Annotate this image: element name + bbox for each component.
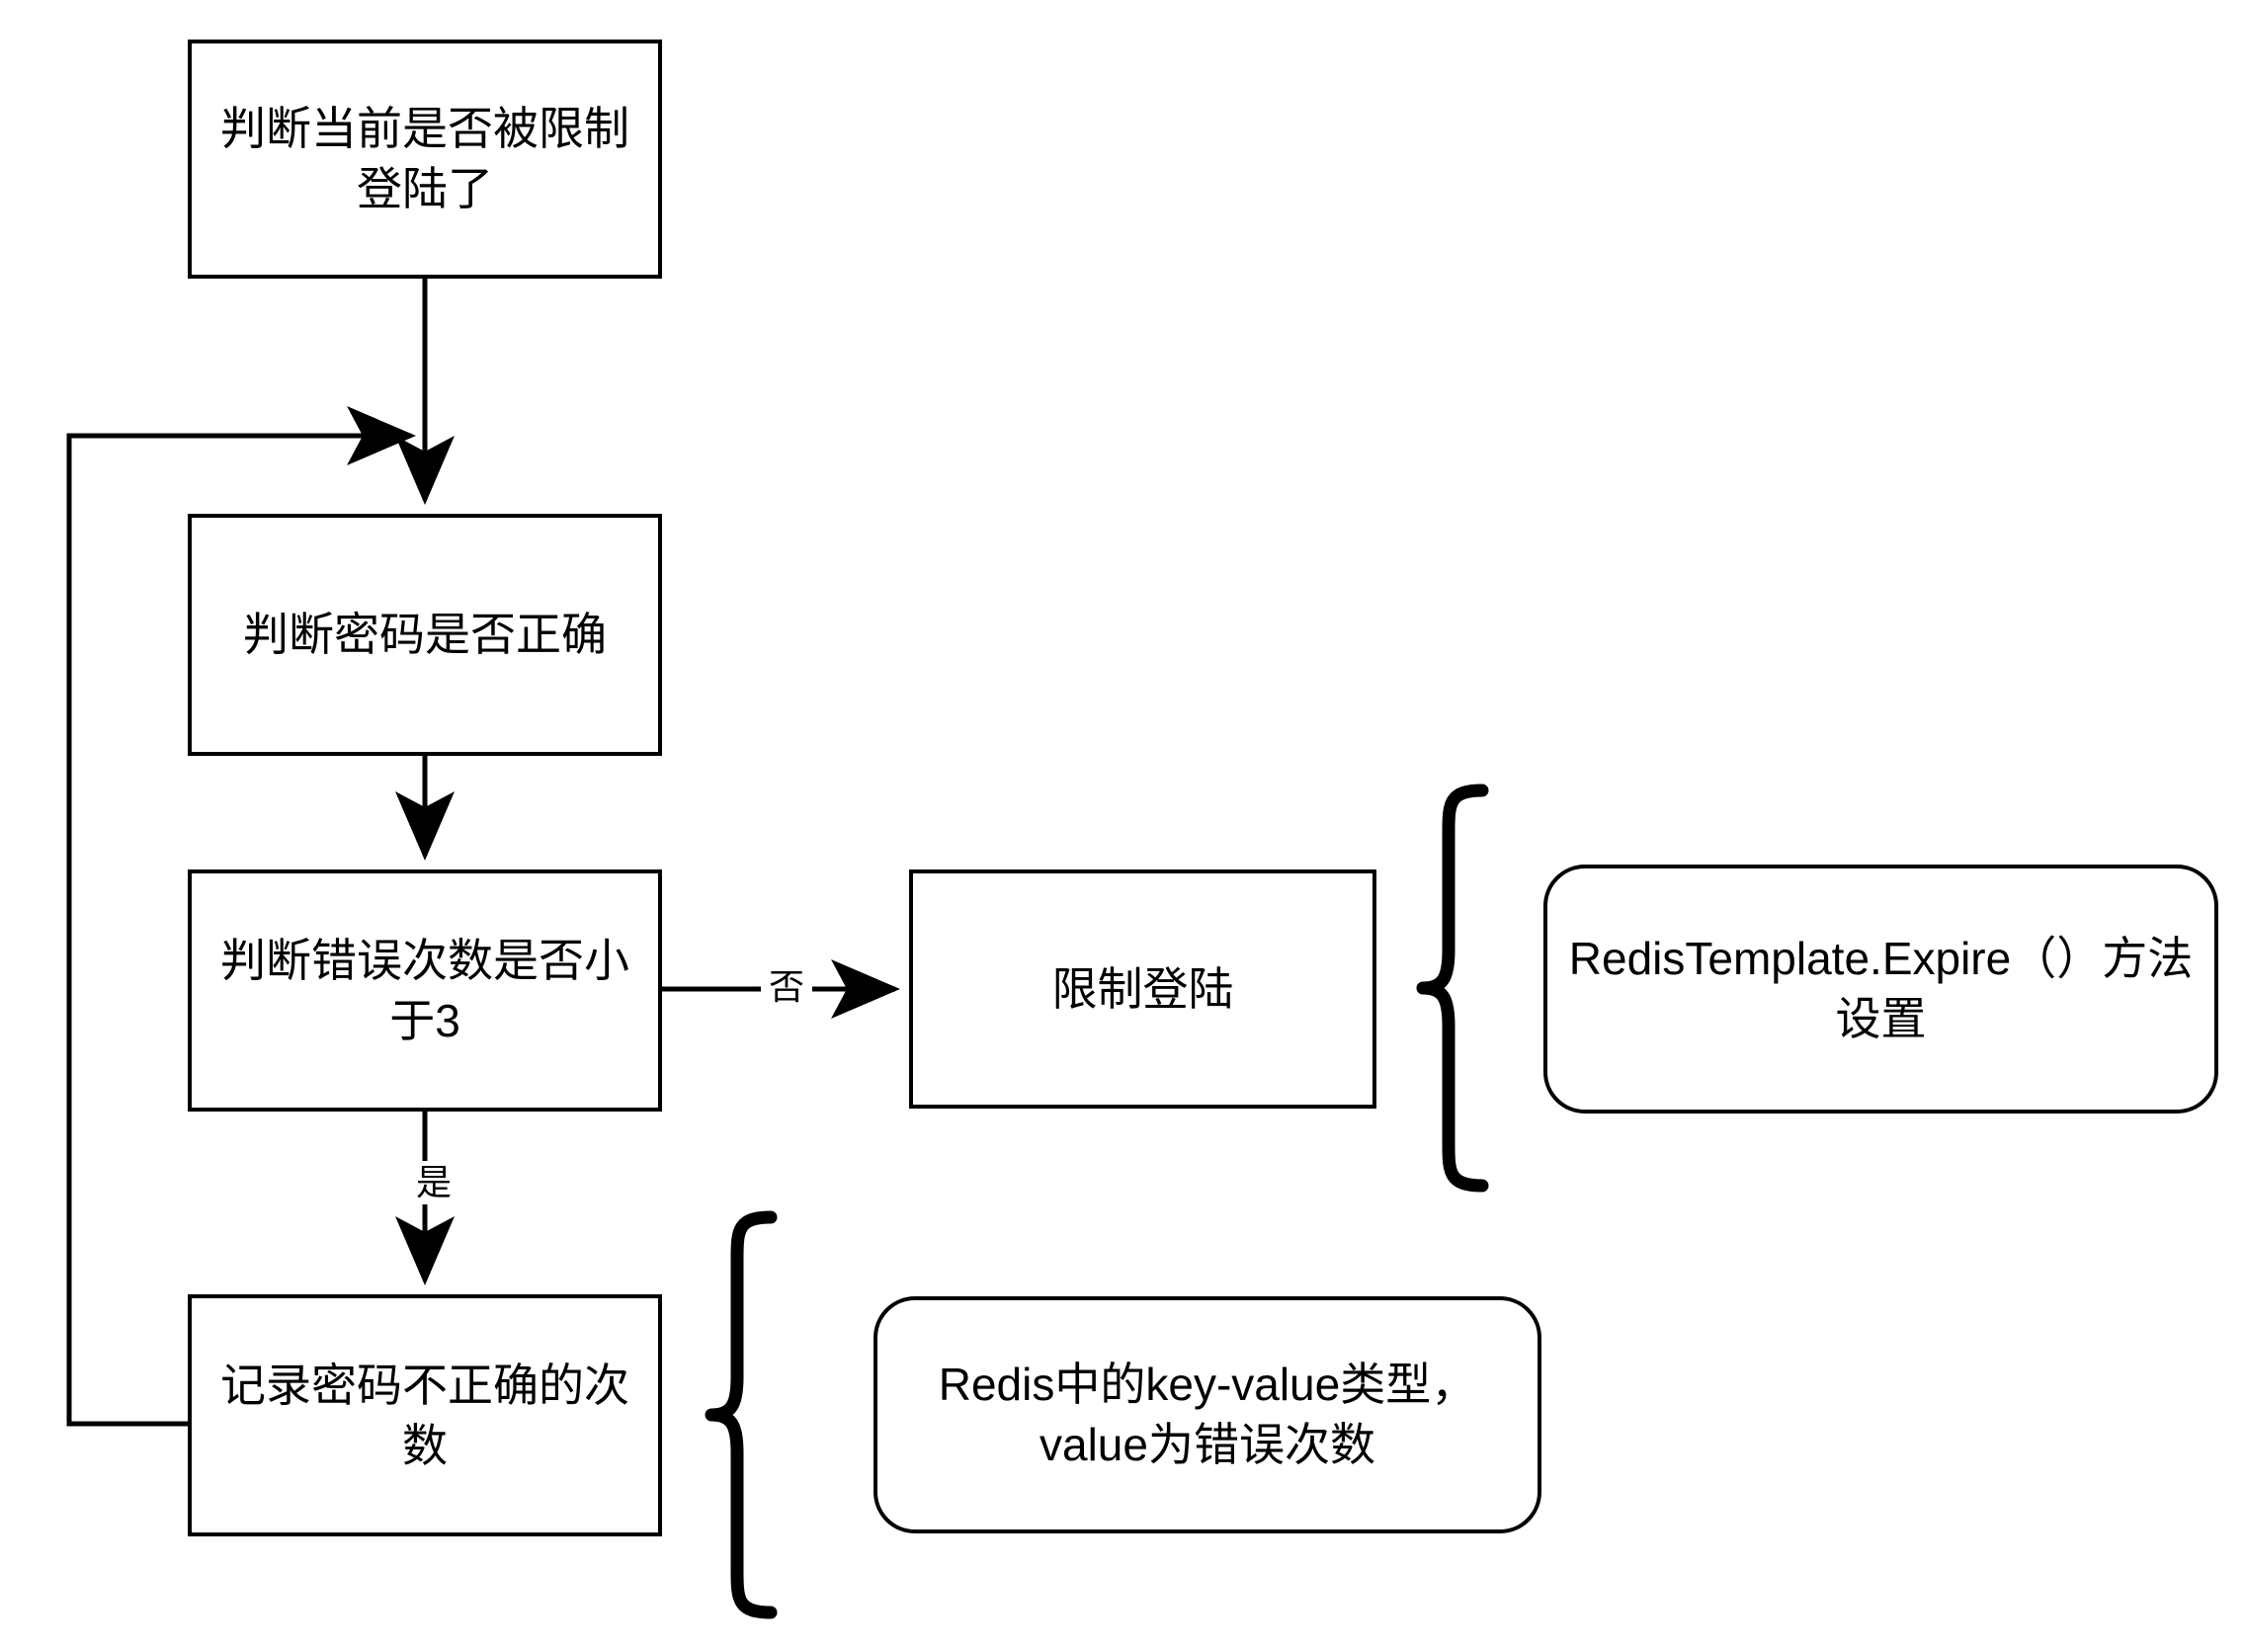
node-note-redis-expire[interactable]: RedisTemplate.Expire（）方法 设置 <box>1543 865 2218 1114</box>
node-check-limited[interactable]: 判断当前是否被限制 登陆了 <box>188 40 662 279</box>
node-record-fail-count[interactable]: 记录密码不正确的次 数 <box>188 1294 662 1536</box>
node-check-password-label: 判断密码是否正确 <box>243 609 607 661</box>
node-note-redis-expire-label: RedisTemplate.Expire（）方法 设置 <box>1568 933 2194 1044</box>
node-check-fail-count[interactable]: 判断错误次数是否小 于3 <box>188 869 662 1112</box>
edge-label-yes: 是 <box>408 1161 460 1204</box>
brace-expire-icon <box>1416 784 1489 1193</box>
node-limit-login[interactable]: 限制登陆 <box>909 869 1376 1109</box>
node-record-fail-count-label: 记录密码不正确的次 数 <box>220 1359 629 1471</box>
node-check-password[interactable]: 判断密码是否正确 <box>188 514 662 756</box>
node-check-fail-count-label: 判断错误次数是否小 于3 <box>220 934 629 1046</box>
node-note-redis-kv-label: Redis中的key-value类型， value为错误次数 <box>938 1359 1477 1470</box>
node-limit-login-label: 限制登陆 <box>1051 962 1234 1015</box>
node-check-limited-label: 判断当前是否被限制 登陆了 <box>220 103 629 214</box>
edge-label-no: 否 <box>761 965 813 1009</box>
node-note-redis-kv[interactable]: Redis中的key-value类型， value为错误次数 <box>873 1296 1541 1533</box>
brace-kv-icon <box>705 1210 778 1619</box>
